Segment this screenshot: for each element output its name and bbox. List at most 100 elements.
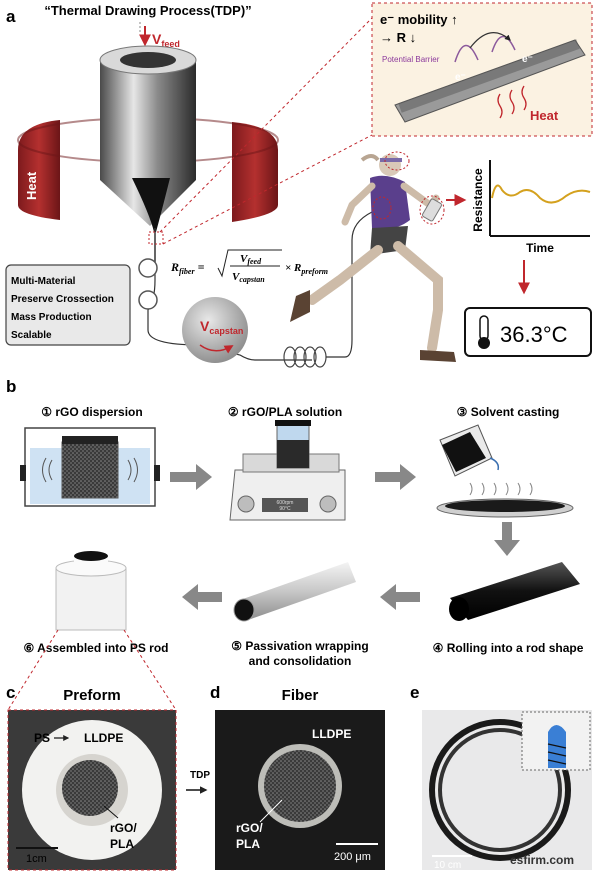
tdp-title: “Thermal Drawing Process(TDP)” xyxy=(44,3,251,18)
step-3-label: ③ Solvent casting xyxy=(457,405,560,419)
heater-label: Heat xyxy=(24,171,39,200)
feature-2: Mass Production xyxy=(11,312,92,323)
hotplate-knob-right xyxy=(319,495,337,513)
panel-d-label: d xyxy=(210,683,220,702)
panel-c: c Preform PS LLDPE rGO/ PLA 1cm xyxy=(6,683,177,871)
panel-e: e 10 cm esfirm.com xyxy=(410,683,592,871)
preform-ps-label: PS xyxy=(34,731,50,745)
formula-lhs-sub: fiber xyxy=(179,267,195,276)
v-feed-sub: feed xyxy=(161,39,180,49)
feature-1: Preserve Crossection xyxy=(11,294,114,305)
formula-num-sub: feed xyxy=(247,257,262,266)
preform-core-label-2: PLA xyxy=(110,837,134,851)
process-arrow-4-5 xyxy=(380,584,420,610)
fiber-core-pointer xyxy=(259,799,283,823)
process-arrow-5-6 xyxy=(182,584,222,610)
finger-fiber-wraps xyxy=(547,743,567,765)
electron-2: e⁻ xyxy=(522,54,533,65)
runner-head xyxy=(379,154,401,176)
panel-d: d Fiber LLDPE rGO/ PLA 200 μm xyxy=(210,683,385,870)
sonication-waves xyxy=(42,457,138,483)
fiber-scale-label: 200 μm xyxy=(334,851,371,863)
formula-tail-sub: preform xyxy=(300,267,328,276)
spool-coil-inner xyxy=(438,728,562,852)
panel-a-label: a xyxy=(6,7,16,26)
electron-1: e⁻ xyxy=(455,72,466,83)
heater-right xyxy=(232,122,278,222)
barrier-2 xyxy=(491,35,516,53)
runner-shoe-front xyxy=(420,350,456,362)
svg-text:Vfeed: Vfeed xyxy=(240,253,262,266)
panel-b: b ① rGO dispersion ② rGO/PLA solution ③ … xyxy=(6,377,584,711)
pouring-liquid xyxy=(442,432,486,472)
wrapped-rod xyxy=(240,562,356,620)
step-1-label: ① rGO dispersion xyxy=(41,405,142,419)
fiber-core-label-2: PLA xyxy=(236,837,260,851)
fiber-core xyxy=(264,750,336,822)
formula-den: V xyxy=(232,271,241,283)
hotplate-display xyxy=(262,498,308,512)
preform-core-top xyxy=(120,52,176,68)
fiber-title: Fiber xyxy=(282,687,319,704)
roller-1 xyxy=(138,258,158,278)
feature-0: Multi-Material xyxy=(11,276,76,287)
formula-den-sub: capstan xyxy=(239,275,265,284)
step-5-label: ⑤ Passivation wrapping xyxy=(231,639,368,653)
solution-liquid xyxy=(277,440,309,468)
svg-text:Vcapstan: Vcapstan xyxy=(232,271,265,284)
runner-hair xyxy=(360,154,380,162)
process-arrow-1-2 xyxy=(170,464,212,490)
wrapped-rod-end xyxy=(233,598,255,622)
step-4-label: ④ Rolling into a rod shape xyxy=(433,641,584,655)
svg-text:Vfeed: Vfeed xyxy=(152,31,180,49)
core-pointer xyxy=(103,805,119,819)
preform-core-label-1: rGO/ xyxy=(110,821,137,835)
preform-lldpe-label: LLDPE xyxy=(84,731,123,745)
svg-text:× Rpreform: × Rpreform xyxy=(285,262,328,276)
step-5-label-line2: and consolidation xyxy=(249,654,352,668)
zoom-line-c-right xyxy=(123,629,177,711)
ps-rod xyxy=(55,567,127,631)
runner-arm-back xyxy=(341,182,376,226)
svg-text:Multi-Material Preserve: Multi-Material Preserve Crossection Mass… xyxy=(11,276,117,341)
preform-scale-label: 1cm xyxy=(26,853,47,865)
capstan-rotation-arrow xyxy=(199,344,234,354)
spool-scale-label: 10 cm xyxy=(434,860,461,871)
bath-handle-left xyxy=(20,465,26,481)
mobility-line2: → R ↓ xyxy=(380,30,416,45)
process-arrow-3-4 xyxy=(494,522,520,556)
v-feed-label: V xyxy=(152,31,162,47)
panel-c-label: c xyxy=(6,683,15,702)
rolled-film xyxy=(450,562,580,620)
temperature-reading: 36.3°C xyxy=(500,322,568,347)
panel-b-label: b xyxy=(6,377,16,396)
formula-tail: × R xyxy=(285,262,301,274)
roller-2 xyxy=(138,290,158,310)
preform-core xyxy=(62,760,118,816)
panel-e-label: e xyxy=(410,683,419,702)
runner-phone xyxy=(422,198,442,222)
sensor-circle-chest xyxy=(372,196,392,220)
formula-num: V xyxy=(240,253,249,265)
runner-leg-back xyxy=(307,245,383,305)
inset-fiber-core xyxy=(398,39,580,113)
jar-lid xyxy=(62,436,118,444)
runner-shoe-back xyxy=(290,290,310,322)
hotplate-knob-left xyxy=(237,495,255,513)
barrier-1 xyxy=(454,44,479,63)
runner-leg-front xyxy=(393,241,443,353)
preform-title: Preform xyxy=(63,687,121,704)
inset-heat-label: Heat xyxy=(530,108,559,123)
step-6-label: ⑥ Assembled into PS rod xyxy=(23,641,168,655)
fiber-to-runner xyxy=(326,211,373,358)
display-line-1: 600rpm xyxy=(277,500,294,506)
fiber-coil xyxy=(283,346,327,368)
temperature-box xyxy=(464,307,592,357)
formula-sqrt xyxy=(217,249,282,278)
cast-film xyxy=(445,500,565,512)
bath-handle-right xyxy=(154,465,160,481)
mobility-line1: e⁻ mobility ↑ xyxy=(380,12,458,27)
evaporation-lines xyxy=(469,482,533,496)
hop-arrow xyxy=(469,32,511,49)
